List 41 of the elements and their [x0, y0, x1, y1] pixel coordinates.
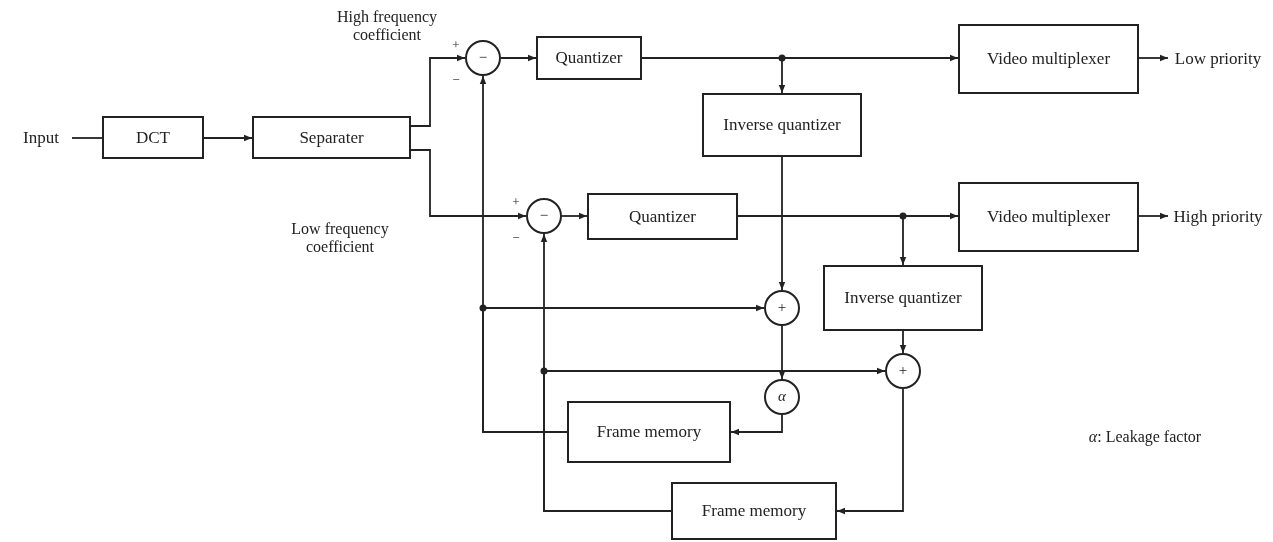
arrow: [1138, 54, 1169, 62]
process-box: Video multiplexer: [958, 24, 1139, 94]
text-label: Low frequency coefficient: [290, 220, 390, 256]
arrow: [561, 212, 588, 220]
arrow: [410, 54, 466, 127]
arrow: [737, 215, 907, 266]
subtractor-circle: −: [526, 198, 562, 234]
arrow: [482, 304, 765, 433]
arrow: [778, 325, 786, 380]
process-box: Inverse quantizer: [702, 93, 862, 157]
sign-label: −: [451, 73, 461, 88]
sign-label: +: [511, 195, 521, 210]
subtractor-circle: −: [465, 40, 501, 76]
arrow: [1138, 212, 1169, 220]
process-box: Frame memory: [671, 482, 837, 540]
arrow: [410, 149, 527, 220]
adder-circle: +: [885, 353, 921, 389]
arrow: [778, 156, 786, 291]
process-box: Video multiplexer: [958, 182, 1139, 252]
arrow: [836, 388, 904, 515]
arrow: [730, 414, 783, 436]
sign-label: +: [451, 38, 461, 53]
arrow: [899, 330, 907, 354]
process-box: Quantizer: [587, 193, 738, 240]
output-label: Low priority: [1168, 38, 1268, 80]
process-box: Frame memory: [567, 401, 731, 463]
text-label: High frequency coefficient: [336, 8, 438, 44]
arrow: [543, 367, 886, 512]
arrow: [641, 57, 786, 94]
output-label: High priority: [1168, 196, 1268, 238]
process-box: DCT: [102, 116, 204, 159]
process-box: Quantizer: [536, 36, 642, 80]
process-box: Separater: [252, 116, 411, 159]
legend-note: α: Leakage factor: [1087, 428, 1203, 446]
input-label: Input: [10, 126, 72, 150]
process-box: Inverse quantizer: [823, 265, 983, 331]
sign-label: −: [511, 231, 521, 246]
arrow: [500, 54, 537, 62]
multiplier-circle: α: [764, 379, 800, 415]
arrow: [203, 134, 253, 142]
adder-circle: +: [764, 290, 800, 326]
